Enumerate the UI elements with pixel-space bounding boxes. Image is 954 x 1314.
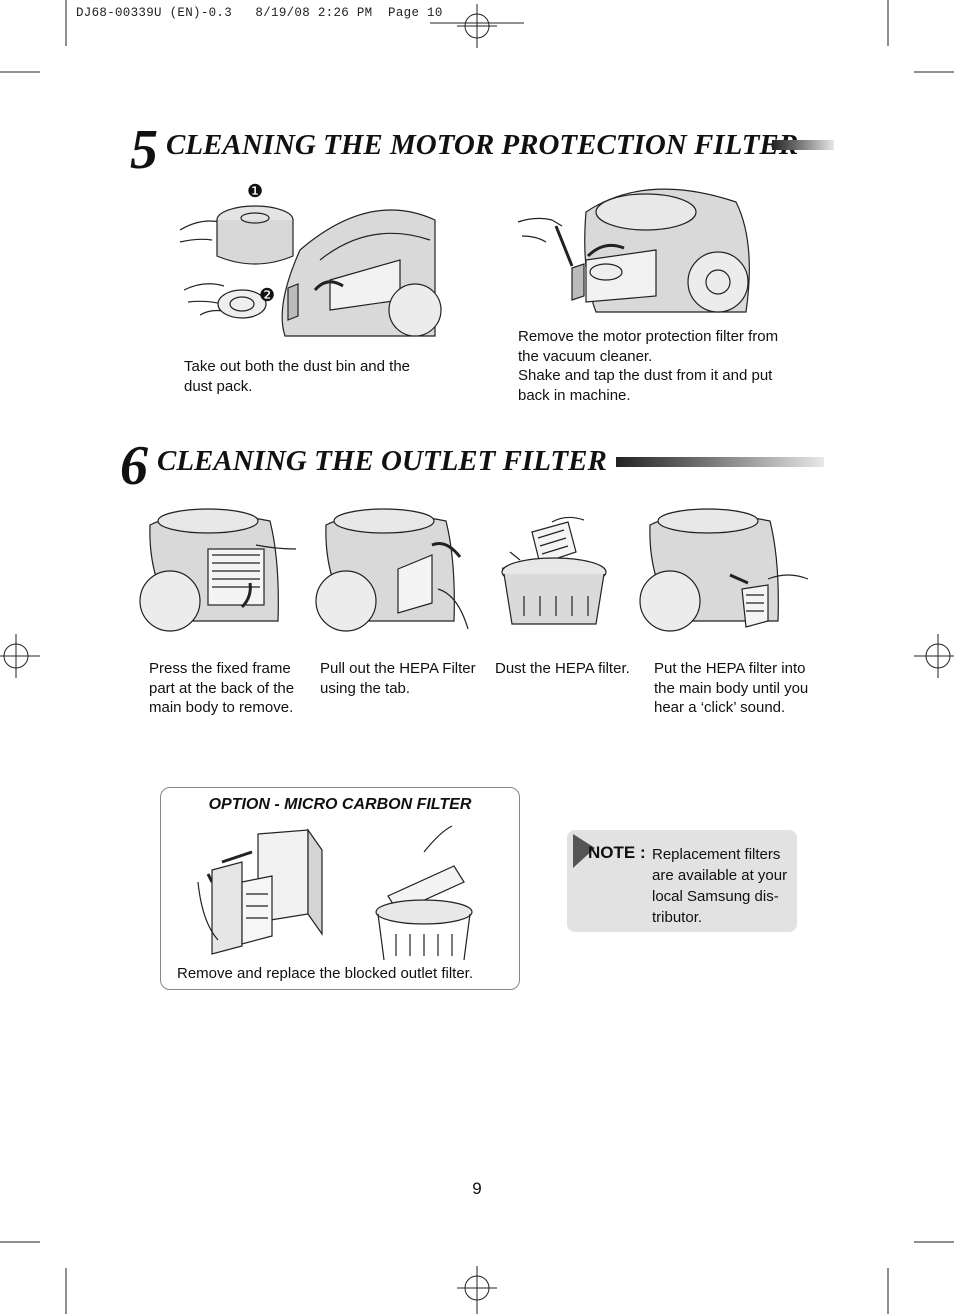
option-caption: Remove and replace the blocked outlet fi…: [177, 965, 474, 982]
print-slug-line: DJ68-00339U (EN)-0.3 8/19/08 2:26 PM Pag…: [76, 6, 443, 20]
section-5-caption-1: Take out both the dust bin and the dust …: [184, 358, 411, 395]
press-frame-illustration: [139, 508, 297, 632]
insert-hepa-illustration: [639, 508, 809, 632]
registration-mark-right: [914, 634, 954, 678]
section-5-number: 5: [130, 119, 158, 181]
step-marker-1: ❶: [247, 181, 264, 201]
motor-filter-removal-illustration: [517, 188, 750, 313]
option-box: [160, 787, 520, 990]
dust-bin-removal-illustration: [179, 205, 442, 337]
pull-hepa-illustration: [315, 508, 469, 632]
section-5-title-bar: [772, 140, 834, 150]
dust-hepa-illustration: [501, 516, 607, 625]
section-5-caption-2: Remove the motor protection filter from …: [518, 328, 779, 365]
page-number: 9: [472, 1179, 482, 1198]
registration-mark-top: [457, 4, 497, 48]
section-6-caption-4: Put the HEPA filter into the main body u…: [654, 660, 809, 716]
step-marker-2: ❷: [259, 285, 276, 305]
section-6-title-bar: [616, 457, 824, 467]
note-box: [567, 830, 797, 932]
section-6-title: CLEANING THE OUTLET FILTER: [157, 445, 607, 477]
section-6-number: 6: [120, 435, 148, 497]
note-text: Replacement filters are available at you…: [652, 846, 788, 926]
option-title: OPTION - MICRO CARBON FILTER: [208, 796, 472, 813]
section-6-caption-2: Pull out the HEPA Filter using the tab.: [320, 660, 476, 697]
note-label: NOTE :: [588, 843, 646, 862]
section-6-caption-1: Press the fixed frame part at the back o…: [149, 660, 295, 716]
registration-mark-left: [0, 634, 40, 678]
registration-mark-bottom: [457, 1266, 497, 1314]
section-6-caption-3: Dust the HEPA filter.: [495, 660, 630, 677]
carbon-filter-replace-illustration: [197, 825, 473, 961]
section-5-caption-3: Shake and tap the dust from it and put b…: [518, 367, 773, 404]
section-5-title: CLEANING THE MOTOR PROTECTION FILTER: [166, 129, 799, 161]
note-arrow-icon: [573, 834, 595, 868]
